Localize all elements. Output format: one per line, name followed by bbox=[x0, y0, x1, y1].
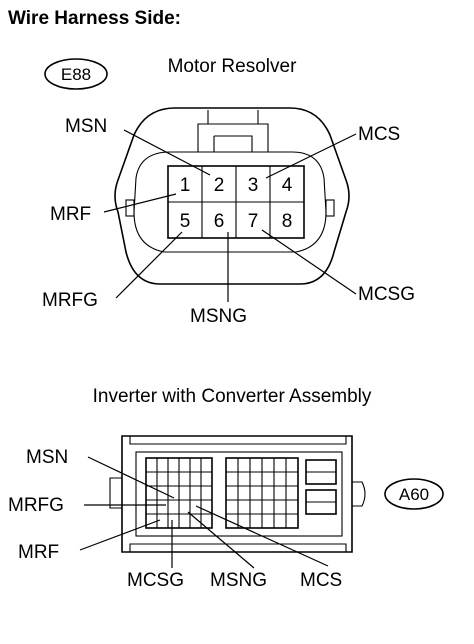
label-mcs-e88: MCS bbox=[358, 124, 400, 145]
cavity-block-right-a60 bbox=[305, 459, 337, 515]
label-mcsg-a60: MCSG bbox=[127, 570, 184, 591]
connector-code-e88: E88 bbox=[61, 65, 91, 84]
leader-mcs-e88 bbox=[265, 133, 357, 179]
pin-1: 1 bbox=[180, 175, 191, 196]
latch-left-a60 bbox=[109, 477, 122, 509]
code-badge-e88 bbox=[44, 58, 108, 90]
leader-mcs-a60 bbox=[195, 505, 329, 567]
label-msn-e88: MSN bbox=[65, 116, 107, 137]
latch-right-a60 bbox=[352, 481, 366, 507]
housing-inner-a60 bbox=[135, 451, 343, 537]
housing-outer-a60 bbox=[121, 435, 353, 553]
leader-mcsg-e88 bbox=[261, 229, 357, 295]
label-msn-a60: MSN bbox=[26, 447, 68, 468]
leader-msn-a60 bbox=[87, 456, 175, 499]
leader-mrfg-e88 bbox=[115, 231, 183, 299]
housing-inner-e88 bbox=[133, 151, 327, 253]
leader-msng-a60 bbox=[187, 511, 255, 569]
pin-7: 7 bbox=[248, 211, 259, 232]
label-msng-e88: MSNG bbox=[190, 306, 247, 327]
label-mrfg-a60: MRFG bbox=[8, 495, 64, 516]
leader-mrf-e88 bbox=[103, 193, 177, 213]
connector-code-a60: A60 bbox=[399, 485, 429, 504]
pin-2: 2 bbox=[214, 175, 225, 196]
side-tab-left-e88 bbox=[125, 199, 135, 217]
pin-3: 3 bbox=[248, 175, 259, 196]
pin-6: 6 bbox=[214, 211, 225, 232]
connector-title-e88: Motor Resolver bbox=[168, 56, 297, 77]
pin-8: 8 bbox=[282, 211, 293, 232]
label-msng-a60: MSNG bbox=[210, 570, 267, 591]
page-heading: Wire Harness Side: bbox=[8, 8, 181, 29]
code-badge-a60 bbox=[384, 478, 444, 510]
connector-a60: Inverter with Converter Assembly A60 bbox=[8, 386, 444, 591]
pin-4: 4 bbox=[282, 175, 293, 196]
cavity-block-middle-a60 bbox=[225, 457, 299, 529]
housing-outer-e88 bbox=[114, 107, 350, 285]
connector-e88: E88 Motor Resolver 1 2 3 4 5 6 7 8 MSN M… bbox=[42, 56, 415, 327]
label-mcsg-e88: MCSG bbox=[358, 284, 415, 305]
leader-mrf-a60 bbox=[79, 519, 161, 551]
housing-lips-a60 bbox=[129, 436, 347, 552]
label-mrf-e88: MRF bbox=[50, 204, 91, 225]
label-mrfg-e88: MRFG bbox=[42, 290, 98, 311]
side-tab-right-e88 bbox=[325, 199, 335, 217]
cavity-block-left-a60 bbox=[145, 457, 213, 529]
label-mrf-a60: MRF bbox=[18, 542, 59, 563]
pin-5: 5 bbox=[180, 211, 191, 232]
label-mcs-a60: MCS bbox=[300, 570, 342, 591]
latch-e88 bbox=[197, 110, 269, 152]
connector-title-a60: Inverter with Converter Assembly bbox=[93, 386, 372, 407]
leader-msn-e88 bbox=[123, 129, 211, 176]
